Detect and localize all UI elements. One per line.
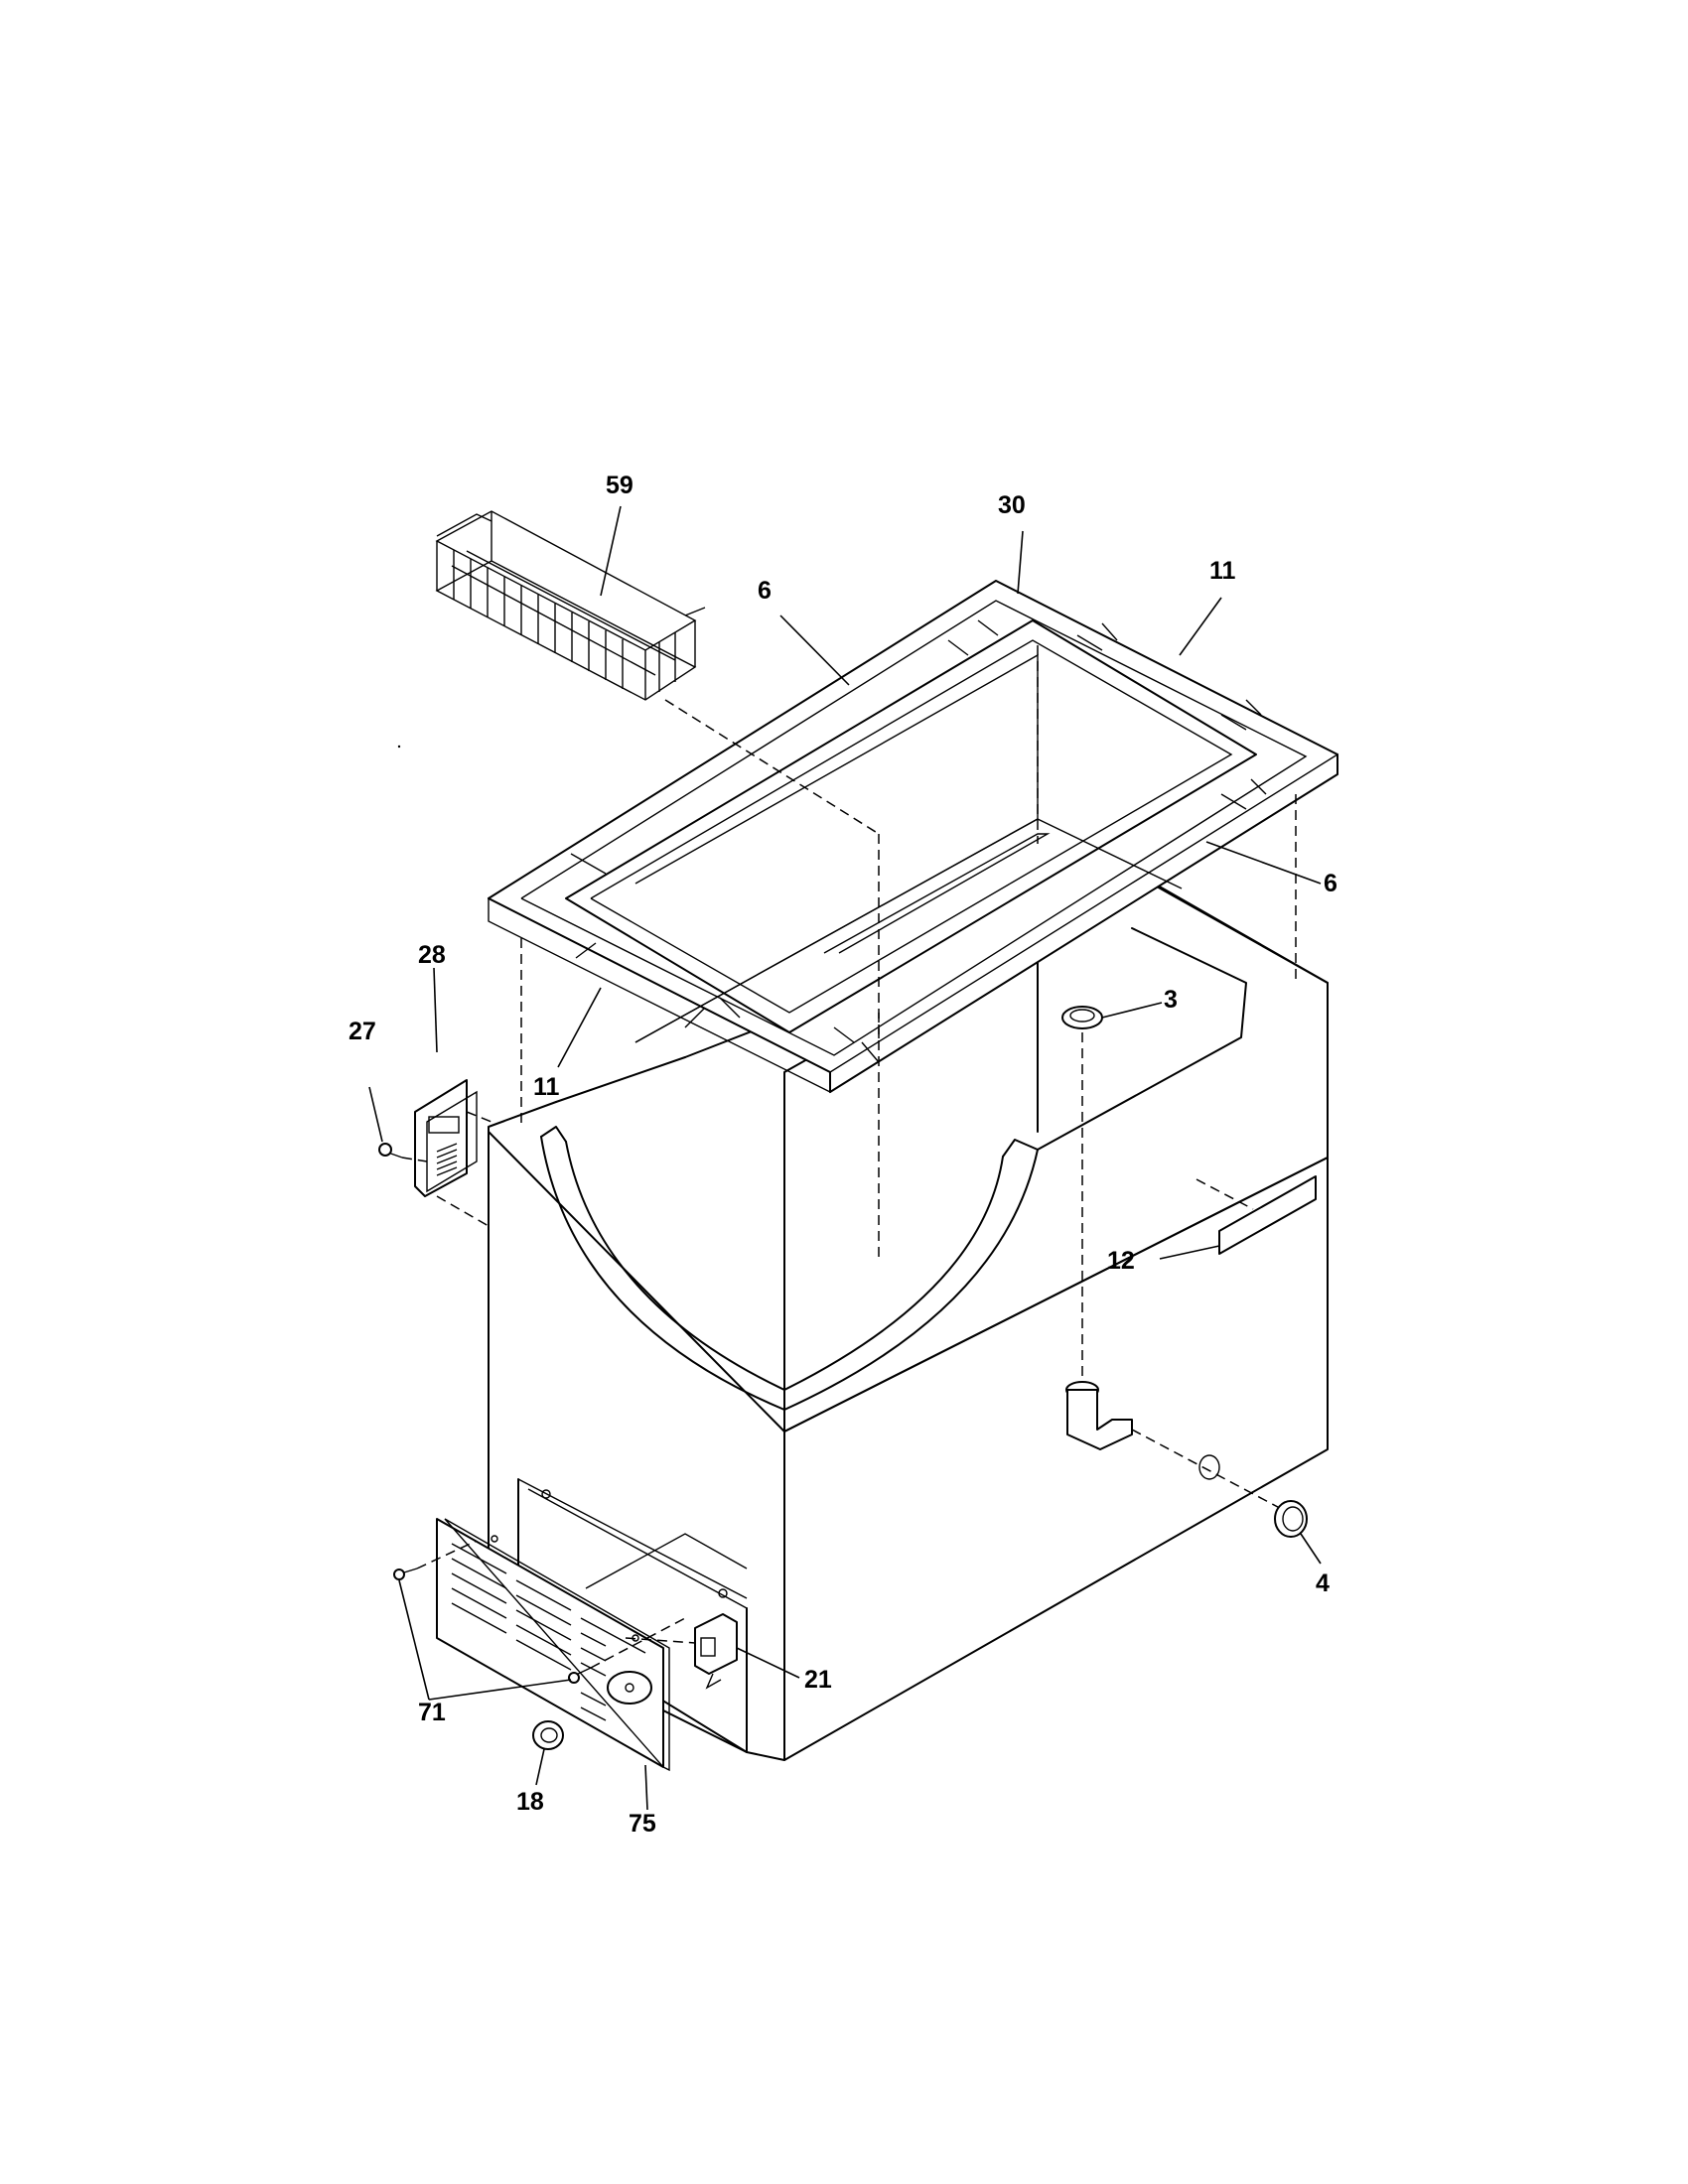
label-6-right: 6	[1324, 870, 1337, 897]
grille-screws	[393, 1540, 686, 1684]
label-28: 28	[418, 941, 446, 969]
thermostat-control	[625, 1613, 738, 1690]
part-labels: 59 30 6 11 6 28 27 11 3 12 4 21 71 18 75	[349, 472, 1337, 1838]
scan-dot	[397, 745, 401, 749]
label-75: 75	[629, 1810, 656, 1838]
label-4: 4	[1316, 1570, 1330, 1597]
cabinet-body	[488, 793, 1329, 1761]
alignment-lines	[520, 645, 1297, 1261]
label-27: 27	[349, 1018, 376, 1045]
control-knob	[532, 1720, 564, 1750]
gasket-frame	[488, 580, 1338, 1094]
label-11-right: 11	[1209, 557, 1236, 585]
label-71: 71	[418, 1699, 446, 1726]
label-6-left: 6	[758, 577, 772, 605]
leader-lines	[368, 505, 1322, 1811]
label-3: 3	[1164, 986, 1178, 1014]
label-30: 30	[998, 491, 1026, 519]
label-21: 21	[804, 1666, 832, 1694]
wire-basket	[435, 510, 880, 835]
hinge-screw	[378, 1143, 428, 1162]
drain-cap	[1274, 1500, 1308, 1538]
front-grille	[436, 1518, 670, 1772]
label-18: 18	[516, 1788, 544, 1816]
label-12: 12	[1107, 1247, 1135, 1275]
lid-hinge	[414, 1079, 492, 1227]
label-11-left: 11	[533, 1073, 560, 1101]
drain-plug	[1061, 1006, 1103, 1385]
drain-tube	[1065, 1381, 1292, 1515]
label-59: 59	[606, 472, 633, 499]
